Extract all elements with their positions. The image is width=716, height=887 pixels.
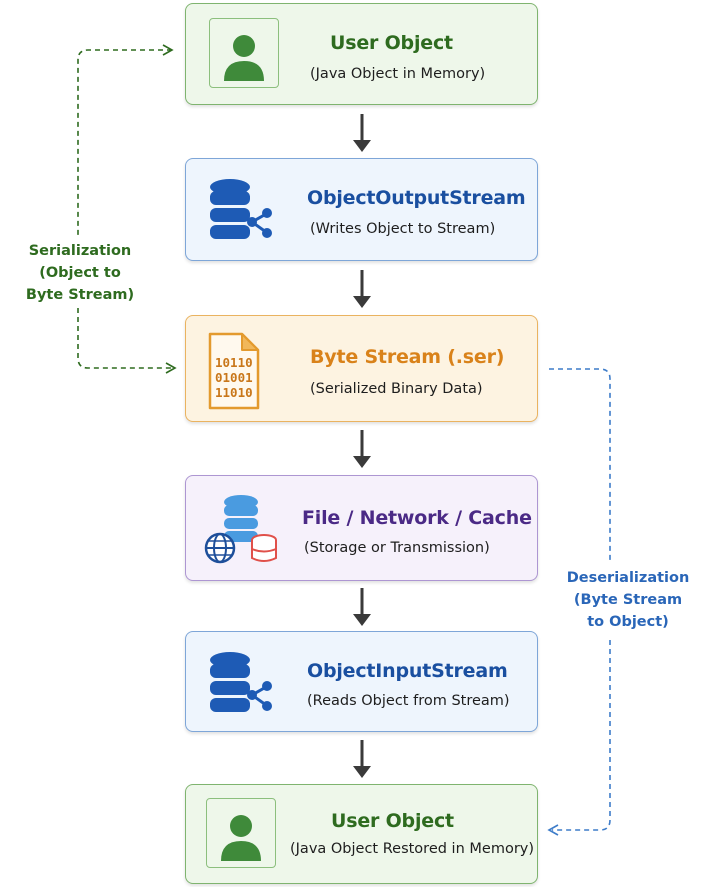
binary-file-icon: 10110 01001 11010: [208, 332, 260, 410]
flow-arrow: [353, 740, 371, 778]
label-line: Serialization: [28, 243, 132, 259]
user-icon: [221, 815, 261, 861]
storage-box: File / Network / Cache (Storage or Trans…: [185, 475, 538, 581]
avatar-frame: [209, 18, 279, 88]
byte-stream-box: 10110 01001 11010 Byte Stream (.ser) (Se…: [185, 315, 538, 422]
restored-user-object-box: User Object (Java Object Restored in Mem…: [185, 784, 538, 884]
cache-database-icon: [251, 534, 277, 562]
box-title: User Object: [331, 810, 454, 832]
database-share-icon: [210, 179, 272, 239]
serialization-arrowhead-top: [162, 44, 174, 56]
label-line: to Object): [587, 614, 669, 630]
deserialization-label: Deserialization (Byte Stream to Object): [560, 567, 696, 633]
avatar-frame: [206, 798, 276, 868]
box-title: User Object: [330, 32, 453, 54]
flow-arrow: [353, 114, 371, 152]
globe-icon: [204, 532, 236, 564]
box-subtitle: (Java Object Restored in Memory): [290, 841, 535, 857]
serialization-dashed-arrow: [77, 49, 173, 369]
serialization-arrowhead-bottom: [165, 362, 177, 374]
flow-arrow: [353, 270, 371, 308]
object-input-stream-box: ObjectInputStream (Reads Object from Str…: [185, 631, 538, 732]
box-subtitle: (Reads Object from Stream): [307, 693, 510, 709]
flow-arrow: [353, 588, 371, 626]
label-line: (Byte Stream: [573, 592, 683, 608]
deserialization-arrowhead: [547, 824, 559, 836]
storage-network-icon: [204, 495, 277, 564]
user-icon: [224, 35, 264, 81]
box-title: ObjectInputStream: [307, 660, 508, 682]
box-subtitle: (Writes Object to Stream): [310, 221, 496, 237]
box-title: File / Network / Cache: [302, 507, 532, 529]
label-line: Deserialization: [566, 570, 690, 586]
bits-line: 01001: [215, 370, 253, 385]
box-subtitle: (Storage or Transmission): [304, 540, 490, 556]
box-subtitle: (Serialized Binary Data): [310, 381, 483, 397]
bits-line: 10110: [215, 355, 253, 370]
deserialization-dashed-arrow: [549, 368, 611, 831]
bits-line: 11010: [215, 385, 253, 400]
flow-arrow: [353, 430, 371, 468]
serialization-label: Serialization (Object to Byte Stream): [12, 240, 148, 306]
box-title: ObjectOutputStream: [307, 187, 526, 209]
label-line: (Object to: [39, 265, 121, 281]
user-object-box: User Object (Java Object in Memory): [185, 3, 538, 105]
database-share-icon: [210, 652, 272, 712]
object-output-stream-box: ObjectOutputStream (Writes Object to Str…: [185, 158, 538, 261]
box-title: Byte Stream (.ser): [310, 346, 505, 368]
label-line: Byte Stream): [25, 287, 135, 303]
box-subtitle: (Java Object in Memory): [310, 66, 486, 82]
